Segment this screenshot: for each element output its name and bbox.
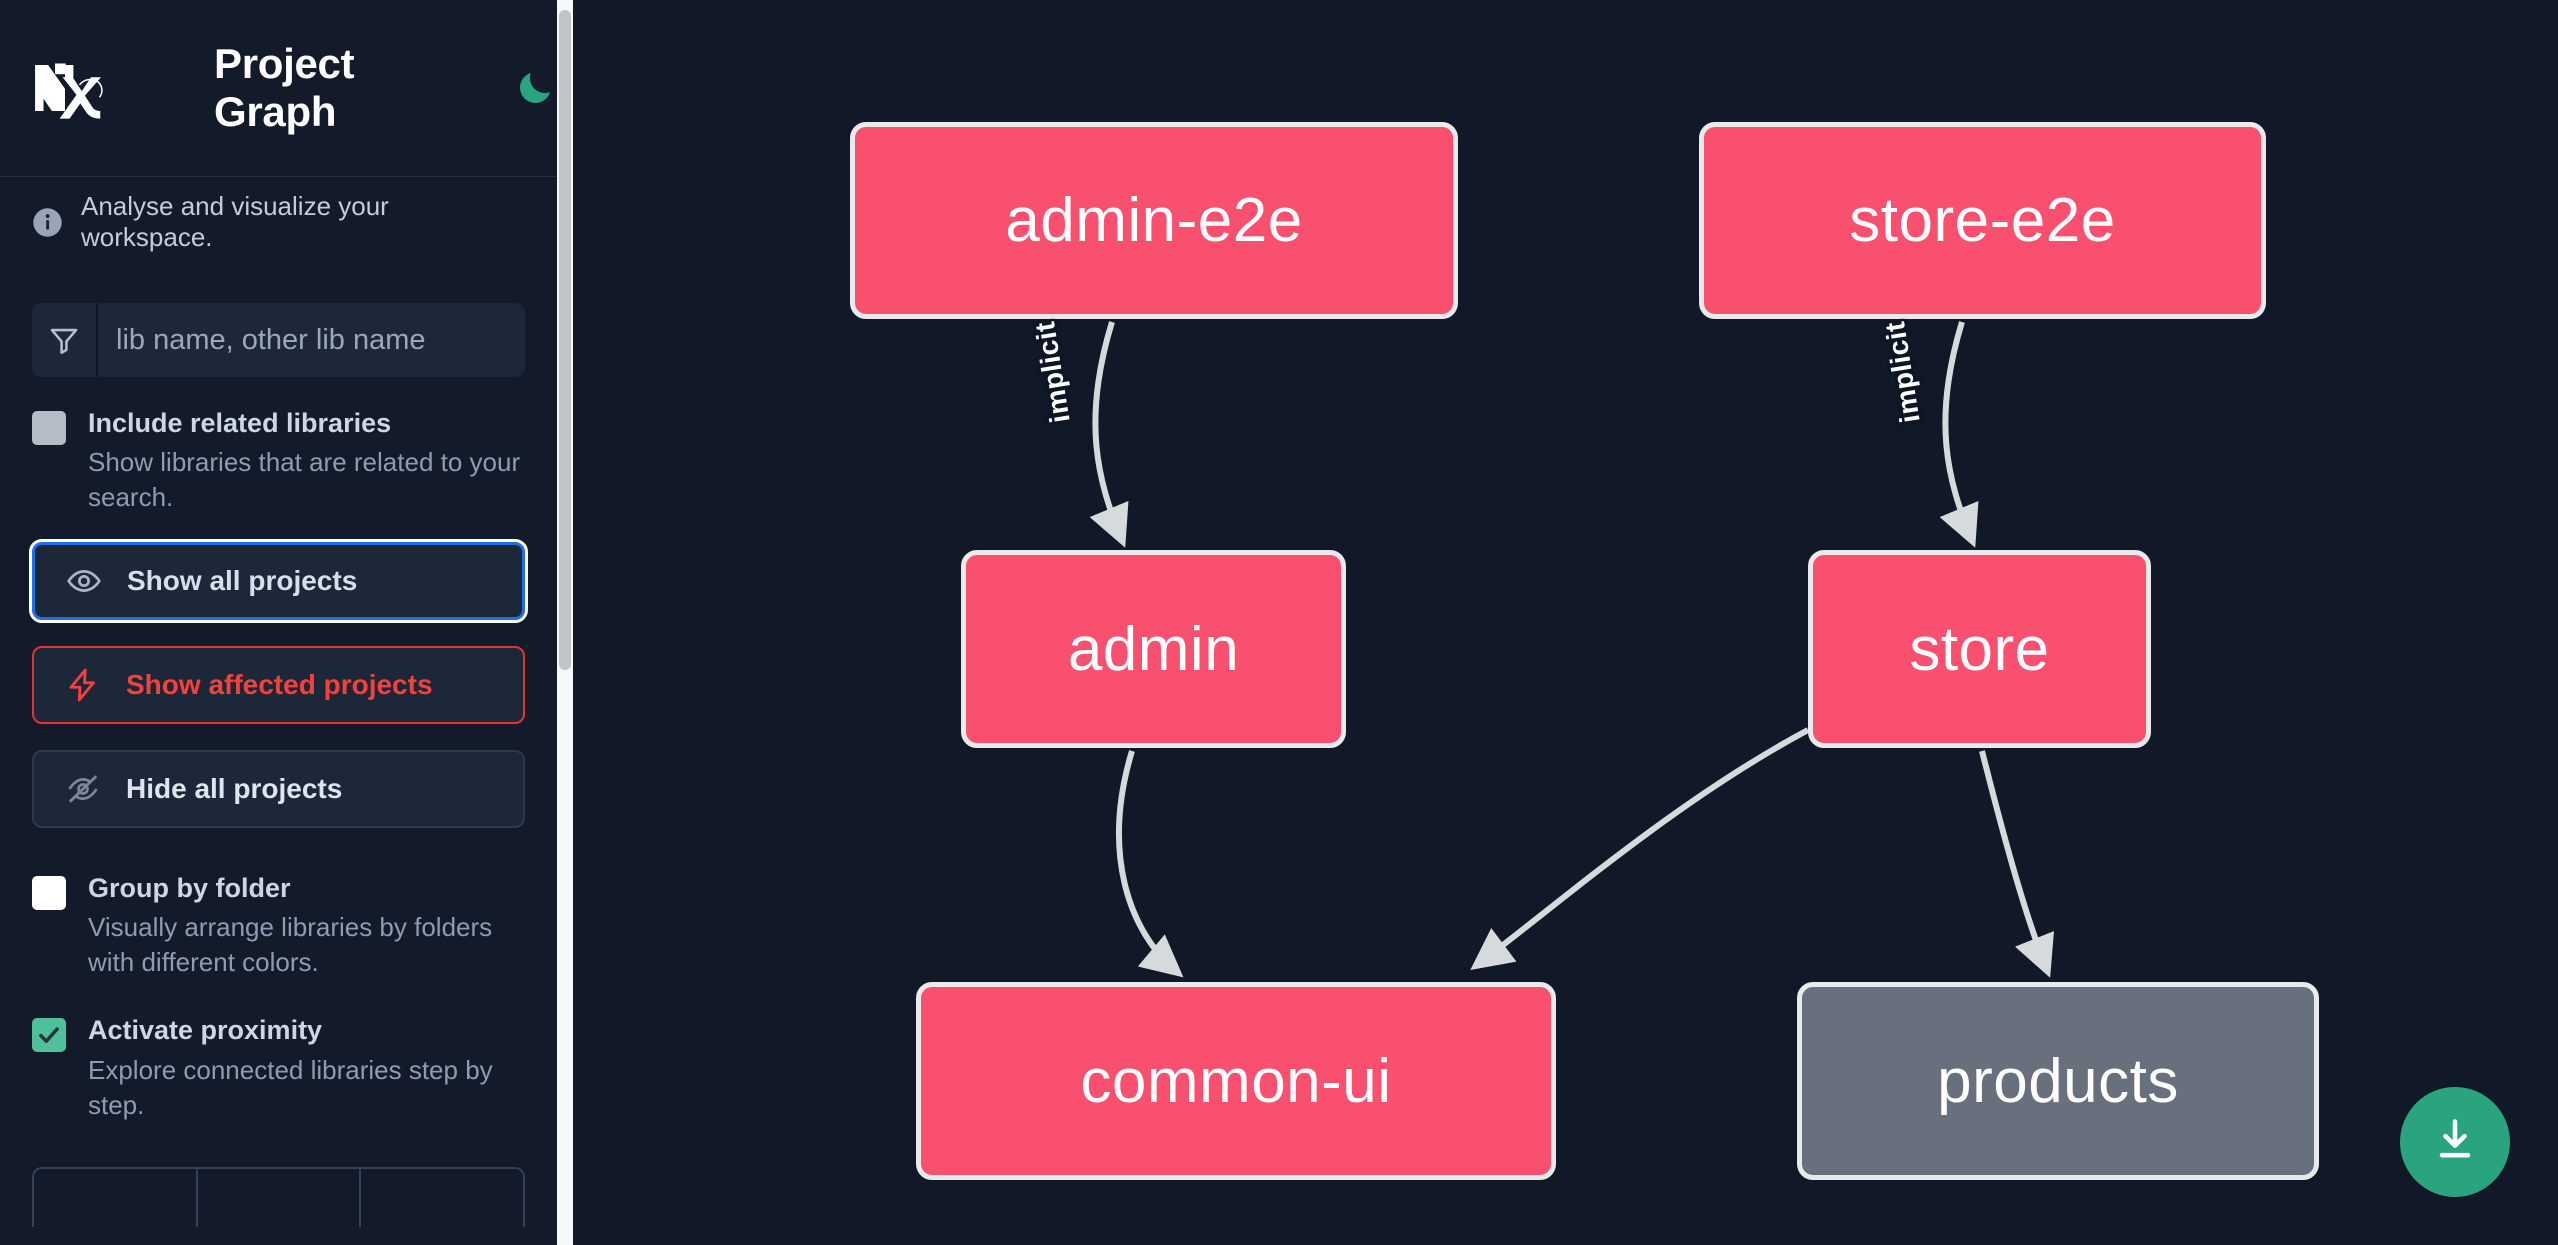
graph-node-admin-label: admin xyxy=(1067,614,1240,684)
download-icon xyxy=(2429,1114,2481,1171)
include-related-libraries-description: Show libraries that are related to your … xyxy=(88,447,521,513)
tagline-text: Analyse and visualize your workspace. xyxy=(81,191,389,252)
proximity-stepper-group[interactable] xyxy=(32,1166,525,1227)
proximity-stepper-segment-2[interactable] xyxy=(198,1168,362,1227)
graph-node-store-label: store xyxy=(1909,614,2050,684)
graph-node-products[interactable]: products xyxy=(1797,982,2319,1180)
lightning-icon xyxy=(64,666,102,704)
activate-proximity-label: Activate proximity xyxy=(88,1015,323,1046)
moon-icon[interactable] xyxy=(513,65,557,111)
group-by-folder-text: Group by folder Visually arrange librari… xyxy=(88,872,525,981)
graph-node-common-ui[interactable]: common-ui xyxy=(916,982,1556,1180)
page-title: Project Graph xyxy=(214,40,355,135)
activate-proximity-description: Explore connected libraries step by step… xyxy=(88,1054,493,1120)
edge-store-to-products xyxy=(1979,750,2055,978)
proximity-stepper-segment-3[interactable] xyxy=(361,1169,523,1227)
checkbox-row-include-related-libraries[interactable]: Include related libraries Show libraries… xyxy=(32,407,525,516)
eye-icon xyxy=(65,562,103,600)
check-icon xyxy=(39,1027,59,1044)
edge-admin-e2e-to-admin xyxy=(1089,321,1129,548)
sidebar-scrollbar-thumb[interactable] xyxy=(559,10,571,670)
graph-node-store-e2e-label: store-e2e xyxy=(1849,186,2116,255)
include-related-libraries-checkbox[interactable] xyxy=(32,411,66,445)
include-related-libraries-text: Include related libraries Show libraries… xyxy=(88,407,525,516)
sidebar-body: Include related libraries Show libraries… xyxy=(0,303,557,1227)
nx-logo-icon xyxy=(32,57,124,119)
activate-proximity-checkbox[interactable] xyxy=(32,1018,66,1053)
graph-node-store[interactable]: store xyxy=(1808,550,2151,748)
graph-node-products-label: products xyxy=(1937,1046,2179,1116)
graph-node-admin-e2e[interactable]: admin-e2e xyxy=(850,122,1458,319)
hide-all-projects-label: Hide all projects xyxy=(126,772,343,804)
show-all-projects-button[interactable]: Show all projects xyxy=(29,538,528,623)
show-all-projects-label: Show all projects xyxy=(127,564,358,596)
group-by-folder-label: Group by folder xyxy=(88,872,291,903)
workspace-tagline: Analyse and visualize your workspace. xyxy=(0,177,557,267)
proximity-stepper-segment-1[interactable] xyxy=(34,1168,198,1227)
info-icon xyxy=(32,207,63,238)
search-filter-box[interactable] xyxy=(32,303,525,377)
hide-all-projects-button[interactable]: Hide all projects xyxy=(32,749,525,828)
search-input[interactable] xyxy=(98,303,525,377)
graph-canvas[interactable]: admin-e2e store-e2e admin store common-u… xyxy=(557,0,2558,1245)
sidebar-header: Project Graph xyxy=(0,0,557,177)
show-affected-projects-label: Show affected projects xyxy=(126,668,433,700)
graph-node-admin[interactable]: admin xyxy=(961,550,1346,748)
include-related-libraries-label: Include related libraries xyxy=(88,408,392,438)
checkbox-row-activate-proximity[interactable]: Activate proximity Explore connected lib… xyxy=(32,1014,525,1123)
graph-node-common-ui-label: common-ui xyxy=(1080,1046,1392,1116)
edge-store-e2e-to-store xyxy=(1939,321,1979,548)
graph-node-admin-e2e-label: admin-e2e xyxy=(1005,186,1303,255)
filter-icon xyxy=(32,303,98,377)
group-by-folder-checkbox[interactable] xyxy=(32,875,66,910)
activate-proximity-text: Activate proximity Explore connected lib… xyxy=(88,1014,525,1123)
edge-admin-to-common-ui xyxy=(1116,750,1184,978)
graph-node-store-e2e[interactable]: store-e2e xyxy=(1699,122,2266,319)
download-image-button[interactable] xyxy=(2400,1087,2510,1197)
graph-edges xyxy=(1089,321,2055,978)
checkbox-row-group-by-folder[interactable]: Group by folder Visually arrange librari… xyxy=(32,872,525,981)
sidebar: Project Graph Analyse and visualize your… xyxy=(0,0,557,1245)
edge-store-to-common-ui xyxy=(1470,727,1810,971)
group-by-folder-description: Visually arrange libraries by folders wi… xyxy=(88,911,493,978)
eye-off-icon xyxy=(64,770,102,808)
show-affected-projects-button[interactable]: Show affected projects xyxy=(32,645,525,724)
